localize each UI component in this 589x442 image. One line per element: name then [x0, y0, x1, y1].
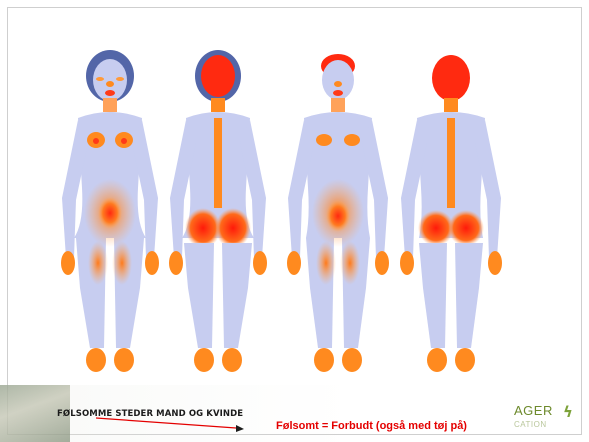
red-arrow-icon: [96, 417, 246, 433]
body-silhouette-icon: [391, 48, 511, 378]
forbidden-note: Følsomt = Forbudt (også med tøj på): [276, 420, 467, 432]
brand-logo: AGER CATION ϟ: [508, 403, 588, 441]
spiral-icon: ϟ: [563, 403, 573, 421]
body-silhouette-icon: [158, 48, 278, 378]
woman-front-figure: [50, 48, 170, 378]
slide-canvas: [8, 8, 581, 434]
brand-word: AGER: [514, 403, 553, 418]
brand-sub: CATION: [514, 420, 547, 429]
body-silhouette-icon: [50, 48, 170, 378]
man-front-figure: [278, 48, 398, 378]
man-back-figure: [391, 48, 511, 378]
body-silhouette-icon: [278, 48, 398, 378]
woman-back-figure: [158, 48, 278, 378]
